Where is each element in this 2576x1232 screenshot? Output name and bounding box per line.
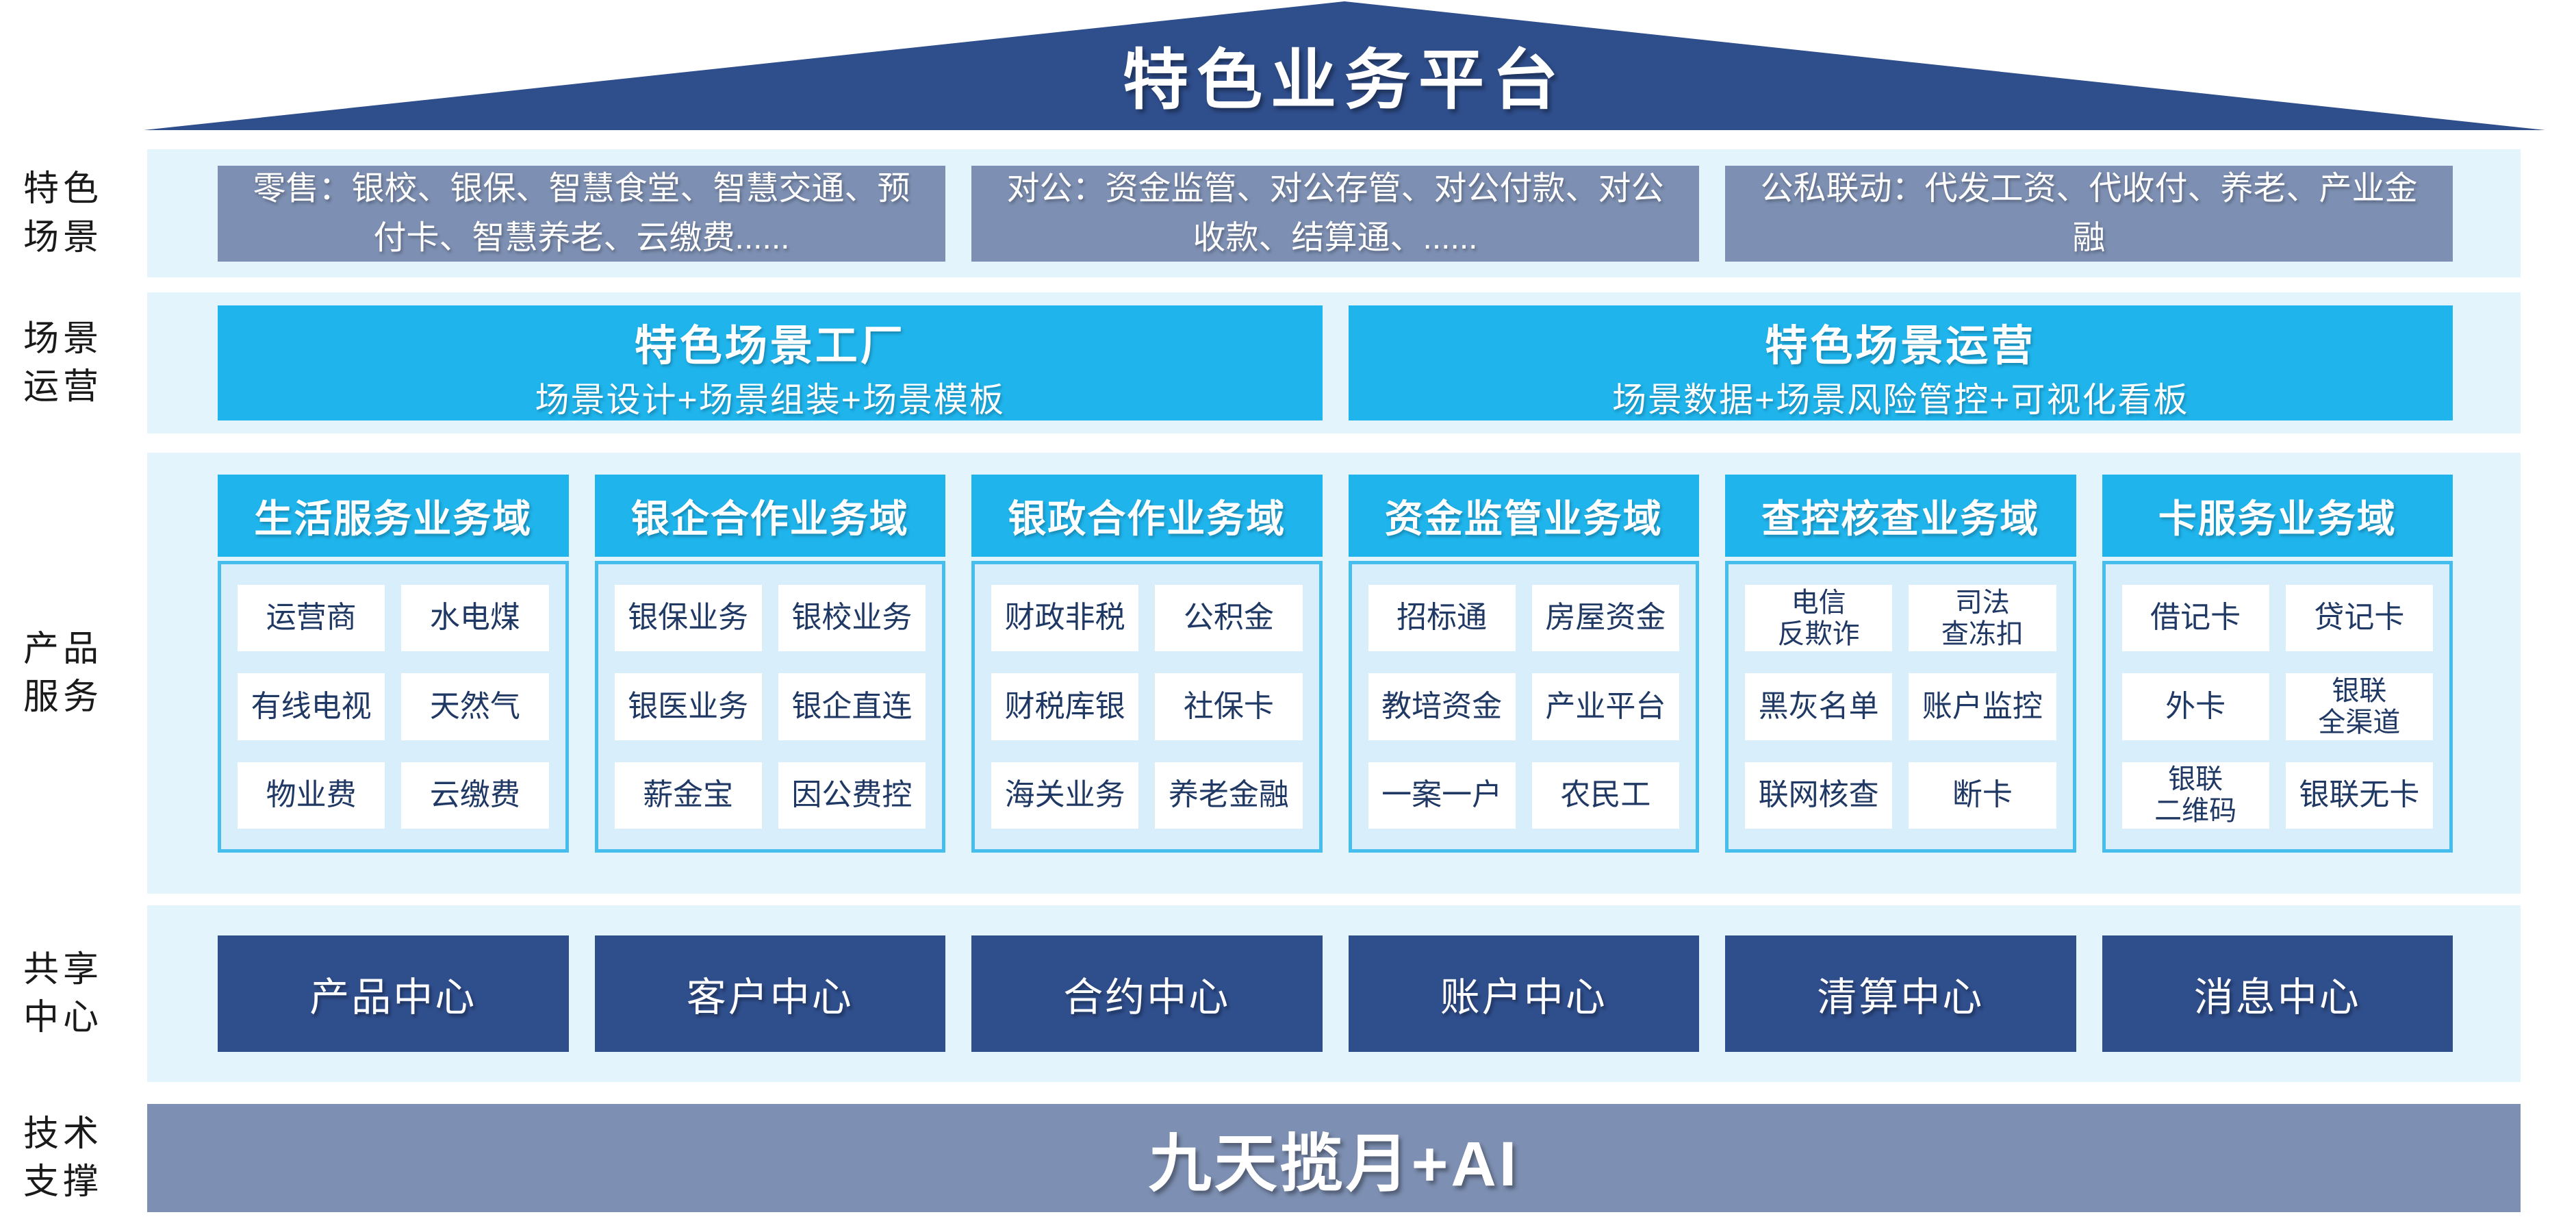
product-domain-body: 电信 反欺诈 司法 查冻扣 黑灰名单 账户监控 联网核查 断卡 [1725, 561, 2076, 853]
ops-box-scene-factory: 特色场景工厂 场景设计+场景组装+场景模板 [218, 305, 1323, 420]
product-domain-header: 查控核查业务域 [1725, 475, 2076, 557]
center-box-product: 产品中心 [218, 935, 569, 1052]
product-cell: 养老金融 [1155, 762, 1303, 829]
product-domains-row: 生活服务业务域 运营商 水电煤 有线电视 天然气 物业费 云缴费 银企合作业务域… [218, 475, 2453, 853]
product-domain-body: 运营商 水电煤 有线电视 天然气 物业费 云缴费 [218, 561, 569, 853]
product-services-band: 生活服务业务域 运营商 水电煤 有线电视 天然气 物业费 云缴费 银企合作业务域… [147, 453, 2521, 894]
center-box-message: 消息中心 [2102, 935, 2453, 1052]
product-domain-header: 生活服务业务域 [218, 475, 569, 557]
product-cell: 薪金宝 [614, 762, 762, 829]
product-domain-header: 资金监管业务域 [1348, 475, 1699, 557]
product-domain-inquiry-control: 查控核查业务域 电信 反欺诈 司法 查冻扣 黑灰名单 账户监控 联网核查 断卡 [1725, 475, 2076, 853]
scene-operations-band: 特色场景工厂 场景设计+场景组装+场景模板 特色场景运营 场景数据+场景风险管控… [147, 292, 2521, 433]
center-box-account: 账户中心 [1348, 935, 1699, 1052]
product-cell: 房屋资金 [1531, 585, 1679, 652]
product-cell: 银联无卡 [2285, 762, 2433, 829]
tech-support-bar: 九天揽月+AI [147, 1104, 2521, 1212]
product-domain-fund-supervision: 资金监管业务域 招标通 房屋资金 教培资金 产业平台 一案一户 农民工 [1348, 475, 1699, 853]
sidebar-label-special-scenes: 特色 场景 [23, 169, 103, 257]
product-cell: 账户监控 [1909, 673, 2056, 740]
product-cell: 银企直连 [778, 673, 926, 740]
ops-box-subtitle: 场景设计+场景组装+场景模板 [535, 381, 1005, 419]
product-cell: 农民工 [1531, 762, 1679, 829]
sidebar-label-share-centers: 共享 中心 [23, 949, 103, 1038]
product-domain-bank-enterprise: 银企合作业务域 银保业务 银校业务 银医业务 银企直连 薪金宝 因公费控 [594, 475, 945, 853]
tech-support-title: 九天揽月+AI [1148, 1129, 1520, 1199]
product-cell: 一案一户 [1368, 762, 1516, 829]
platform-roof: 特色业务平台 [144, 1, 2545, 130]
ops-box-scene-operation: 特色场景运营 场景数据+场景风险管控+可视化看板 [1348, 305, 2453, 420]
product-cell: 断卡 [1909, 762, 2056, 829]
product-cell: 贷记卡 [2285, 585, 2433, 652]
product-cell: 财政非税 [991, 585, 1139, 652]
product-cell: 借记卡 [2121, 585, 2269, 652]
sidebar-label-tech-support: 技术 支撑 [23, 1114, 103, 1202]
scene-box-retail: 零售：银校、银保、智慧食堂、智慧交通、预付卡、智慧养老、云缴费...... [218, 165, 945, 262]
product-cell: 财税库银 [991, 673, 1139, 740]
ops-box-subtitle: 场景数据+场景风险管控+可视化看板 [1612, 381, 2189, 419]
product-domain-header: 银政合作业务域 [971, 475, 1323, 557]
product-domain-life-services: 生活服务业务域 运营商 水电煤 有线电视 天然气 物业费 云缴费 [218, 475, 569, 853]
product-cell: 海关业务 [991, 762, 1139, 829]
center-box-clearing: 清算中心 [1725, 935, 2076, 1052]
product-cell: 物业费 [238, 762, 385, 829]
product-cell: 社保卡 [1155, 673, 1303, 740]
product-cell: 银保业务 [614, 585, 762, 652]
product-cell: 运营商 [238, 585, 385, 652]
product-cell: 有线电视 [238, 673, 385, 740]
scene-box-public-private: 公私联动：代发工资、代收付、养老、产业金融 [1725, 165, 2453, 262]
product-cell: 外卡 [2121, 673, 2269, 740]
product-domain-bank-government: 银政合作业务域 财政非税 公积金 财税库银 社保卡 海关业务 养老金融 [971, 475, 1323, 853]
product-cell: 因公费控 [778, 762, 926, 829]
product-domain-card-services: 卡服务业务域 借记卡 贷记卡 外卡 银联 全渠道 银联 二维码 银联无卡 [2102, 475, 2453, 853]
product-cell: 云缴费 [401, 762, 549, 829]
sidebar-label-product-services: 产品 服务 [23, 629, 103, 717]
center-box-contract: 合约中心 [971, 935, 1323, 1052]
scene-box-corporate: 对公：资金监管、对公存管、对公付款、对公收款、结算通、...... [971, 165, 1699, 262]
product-domain-body: 银保业务 银校业务 银医业务 银企直连 薪金宝 因公费控 [594, 561, 945, 853]
product-domain-header: 卡服务业务域 [2102, 475, 2453, 557]
special-scenes-row: 零售：银校、银保、智慧食堂、智慧交通、预付卡、智慧养老、云缴费...... 对公… [218, 149, 2453, 277]
product-cell: 银联 全渠道 [2285, 673, 2433, 740]
product-cell: 司法 查冻扣 [1909, 585, 2056, 652]
product-domain-body: 招标通 房屋资金 教培资金 产业平台 一案一户 农民工 [1348, 561, 1699, 853]
product-cell: 电信 反欺诈 [1745, 585, 1893, 652]
product-cell: 联网核查 [1745, 762, 1893, 829]
share-centers-row: 产品中心 客户中心 合约中心 账户中心 清算中心 消息中心 [218, 905, 2453, 1082]
ops-box-title: 特色场景运营 [1765, 323, 2037, 370]
product-cell: 水电煤 [401, 585, 549, 652]
product-cell: 产业平台 [1531, 673, 1679, 740]
product-domain-body: 财政非税 公积金 财税库银 社保卡 海关业务 养老金融 [971, 561, 1323, 853]
product-cell: 银医业务 [614, 673, 762, 740]
ops-box-title: 特色场景工厂 [634, 323, 906, 370]
center-box-customer: 客户中心 [594, 935, 945, 1052]
share-centers-band: 产品中心 客户中心 合约中心 账户中心 清算中心 消息中心 [147, 905, 2521, 1082]
product-cell: 银联 二维码 [2121, 762, 2269, 829]
product-cell: 天然气 [401, 673, 549, 740]
product-cell: 教培资金 [1368, 673, 1516, 740]
special-scenes-band: 零售：银校、银保、智慧食堂、智慧交通、预付卡、智慧养老、云缴费...... 对公… [147, 149, 2521, 277]
product-cell: 银校业务 [778, 585, 926, 652]
product-domain-header: 银企合作业务域 [594, 475, 945, 557]
sidebar-label-scene-operations: 场景 运营 [23, 318, 103, 407]
product-cell: 公积金 [1155, 585, 1303, 652]
scene-operations-row: 特色场景工厂 场景设计+场景组装+场景模板 特色场景运营 场景数据+场景风险管控… [218, 292, 2453, 433]
product-domain-body: 借记卡 贷记卡 外卡 银联 全渠道 银联 二维码 银联无卡 [2102, 561, 2453, 853]
product-cell: 黑灰名单 [1745, 673, 1893, 740]
product-cell: 招标通 [1368, 585, 1516, 652]
platform-title: 特色业务平台 [1123, 44, 1566, 117]
